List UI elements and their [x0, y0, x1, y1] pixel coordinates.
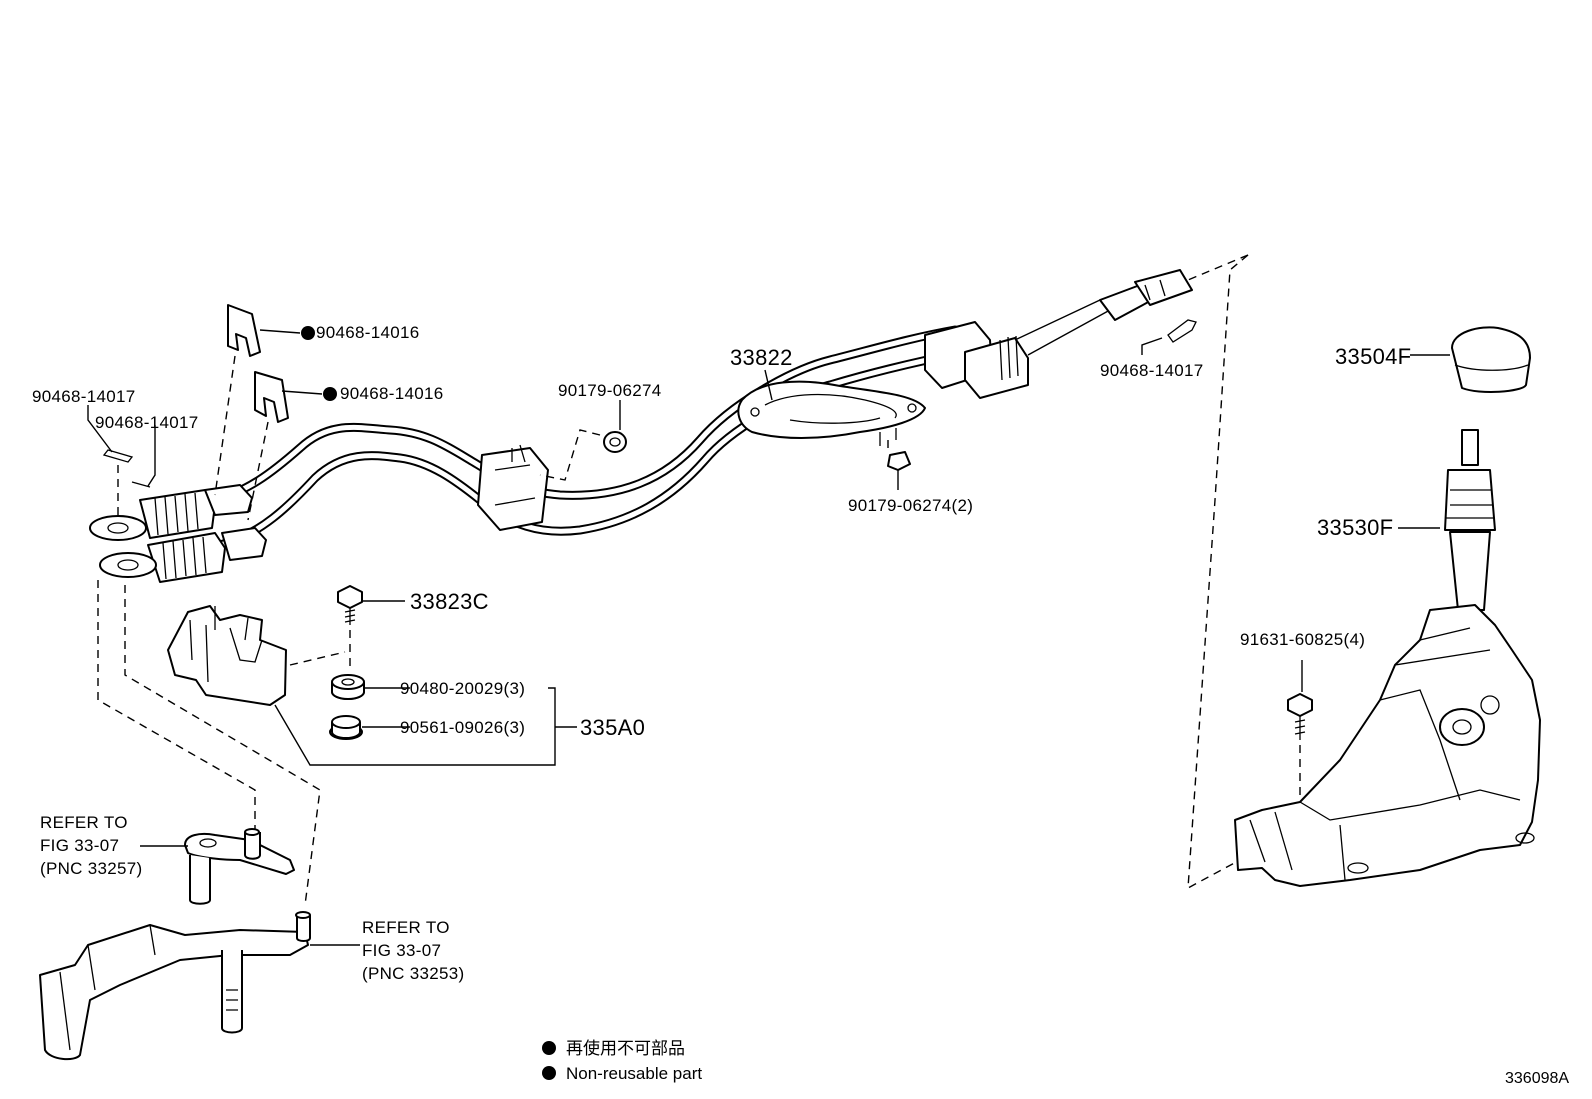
- figure-id: 336098A: [1505, 1070, 1569, 1087]
- label-90179-06274-2: 90179-06274(2): [848, 496, 973, 515]
- legend-dot-jp: [542, 1041, 556, 1055]
- label-33823C: 33823C: [410, 589, 489, 614]
- legend-text-jp: 再使用不可部品: [566, 1038, 685, 1058]
- ref1-line3: (PNC 33257): [40, 859, 143, 878]
- shift-lever: [39, 585, 360, 1061]
- label-90480-20029-3: 90480-20029(3): [400, 679, 525, 698]
- legend-dot-en: [542, 1066, 556, 1080]
- bushing-90480-20029: [331, 674, 410, 700]
- label-33504F: 33504F: [1335, 344, 1411, 369]
- bracket-335A0: [167, 605, 577, 766]
- lock-pin-right: [1141, 319, 1197, 355]
- nut-90179-06274-2: [887, 440, 911, 490]
- select-lever: [97, 580, 295, 905]
- collar-90561-09026: [329, 715, 410, 740]
- label-90468-14017-left-b: 90468-14017: [95, 413, 199, 432]
- label-335A0: 335A0: [580, 715, 645, 740]
- ref1-line1: REFER TO: [40, 813, 128, 832]
- shifter-assembly: [1187, 254, 1541, 890]
- nut-90179-06274: [539, 400, 627, 481]
- ref2-line3: (PNC 33253): [362, 964, 465, 983]
- retainer-clips: [214, 304, 323, 521]
- label-90468-14016-upper: 90468-14016: [316, 323, 420, 342]
- left-cable-ends: [89, 484, 267, 583]
- cable-assembly-drawing: [89, 269, 1193, 583]
- legend-text-en: Non-reusable part: [566, 1064, 702, 1083]
- bolt-33823C: [337, 585, 405, 668]
- label-90468-14016-lower: 90468-14016: [340, 384, 444, 403]
- label-33530F: 33530F: [1317, 515, 1393, 540]
- ref1-line2: FIG 33-07: [40, 836, 119, 855]
- leader-33822: [764, 369, 773, 401]
- ref2-line1: REFER TO: [362, 918, 450, 937]
- non-reusable-marker-1: [301, 326, 315, 340]
- label-90468-14017-right: 90468-14017: [1100, 361, 1204, 380]
- label-33822: 33822: [730, 345, 793, 370]
- ref2-line2: FIG 33-07: [362, 941, 441, 960]
- lock-pins-left: [87, 405, 156, 515]
- label-91631-60825-4: 91631-60825(4): [1240, 630, 1365, 649]
- label-90468-14017-left-a: 90468-14017: [32, 387, 136, 406]
- label-90561-09026-3: 90561-09026(3): [400, 718, 525, 737]
- right-cable-ends: [924, 269, 1193, 399]
- label-90179-06274: 90179-06274: [558, 381, 662, 400]
- non-reusable-marker-2: [323, 387, 337, 401]
